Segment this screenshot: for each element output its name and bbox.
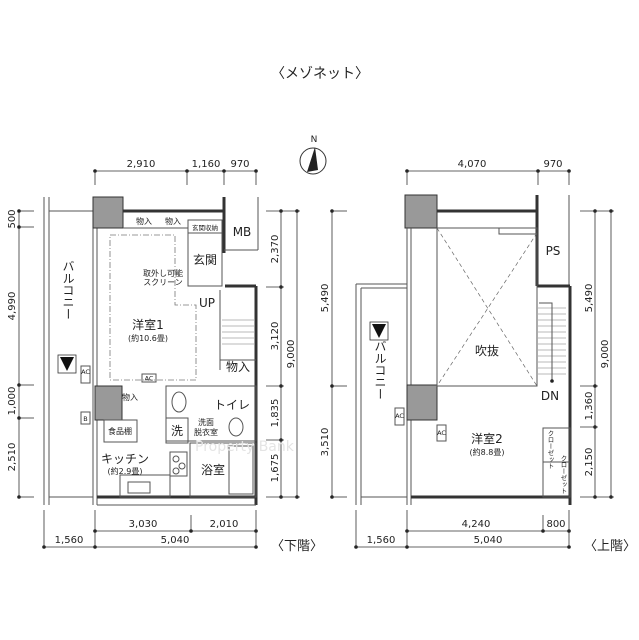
room-void: 吹抜 (475, 344, 499, 358)
room-western1-size: (約10.6畳) (128, 333, 168, 343)
ac-label: AC (145, 375, 154, 383)
room-entrance: 玄関 (193, 252, 217, 267)
watermark: Property Bank (195, 439, 295, 455)
room-wash: 洗 (171, 424, 183, 438)
dim-right: 2,150 (584, 448, 595, 477)
dim-bottom: 2,010 (210, 519, 239, 530)
room-western2: 洋室2 (471, 431, 503, 446)
dim-right: 1,835 (270, 399, 281, 428)
dim-top: 1,160 (192, 159, 221, 170)
room-western1: 洋室1 (132, 317, 164, 332)
room-closet: クローゼット (559, 455, 567, 495)
screen-note: 取外し可能 (143, 268, 183, 278)
dim-bottom: 1,560 (367, 535, 396, 546)
upper-floor-plan: 4,070 970 5,490 3,510 5,490 1,360 2,150 … (320, 159, 636, 554)
room-closet: クローゼット (546, 430, 554, 470)
dim-left: 500 (7, 209, 18, 228)
room-pantry: 食品棚 (108, 426, 132, 436)
room-ps: PS (546, 244, 561, 258)
dim-bottom: 1,560 (55, 535, 84, 546)
dim-top: 970 (230, 159, 249, 170)
dim-right: 5,490 (584, 284, 595, 313)
room-storage: 物入 (165, 216, 181, 226)
dim-right: 1,360 (584, 392, 595, 421)
lower-floor-label: 〈下階〉 (271, 539, 323, 554)
screen-note: スクリーン (143, 278, 183, 287)
ac-label: AC (395, 412, 404, 420)
room-balcony: バルコニー (61, 260, 75, 320)
room-entrance-storage: 玄関収納 (192, 223, 218, 232)
dim-top: 4,070 (458, 159, 487, 170)
dim-right-total: 9,000 (600, 340, 611, 369)
room-balcony: バルコニー (373, 340, 387, 400)
dim-bottom: 3,030 (129, 519, 158, 530)
room-storage: 物入 (136, 216, 152, 226)
room-toilet: トイレ (214, 398, 250, 412)
stairs-down-label: DN (541, 389, 559, 403)
room-mb: MB (233, 225, 252, 239)
dim-left: 4,990 (7, 292, 18, 321)
room-kitchen: キッチン (101, 452, 149, 466)
dim-right-total: 9,000 (286, 340, 297, 369)
dim-left: 2,510 (7, 443, 18, 472)
room-kitchen-size: (約2.9畳) (108, 466, 143, 476)
dim-left: 1,000 (7, 387, 18, 416)
dim-bottom: 5,040 (474, 535, 503, 546)
room-washroom: 脱衣室 (194, 427, 218, 437)
dim-bottom: 5,040 (161, 535, 190, 546)
upper-floor-label: 〈上階〉 (584, 539, 636, 554)
ac-label: AC (437, 429, 446, 437)
plan-title: 〈メゾネット〉 (271, 66, 369, 82)
dim-left: 3,510 (320, 428, 331, 457)
dim-right: 1,675 (270, 454, 281, 483)
north-compass-icon: N (299, 135, 327, 175)
ac-label: AC (81, 368, 90, 376)
room-storage: 物入 (122, 392, 138, 402)
dim-right: 3,120 (270, 322, 281, 351)
north-label: N (311, 135, 318, 145)
room-western2-size: (約8.8畳) (470, 447, 505, 457)
b-label: B (83, 415, 87, 423)
dim-bottom: 800 (546, 519, 565, 530)
dim-left: 5,490 (320, 284, 331, 313)
dim-right: 2,370 (270, 235, 281, 264)
room-storage: 物入 (226, 360, 250, 374)
dim-top: 2,910 (127, 159, 156, 170)
stairs-up-label: UP (199, 296, 215, 310)
lower-floor-plan: 2,910 1,160 970 500 4,990 1,000 2,510 2,… (7, 159, 323, 554)
room-washroom: 洗面 (198, 417, 214, 427)
dim-top: 970 (543, 159, 562, 170)
room-bath: 浴室 (201, 462, 225, 477)
dim-bottom: 4,240 (462, 519, 491, 530)
